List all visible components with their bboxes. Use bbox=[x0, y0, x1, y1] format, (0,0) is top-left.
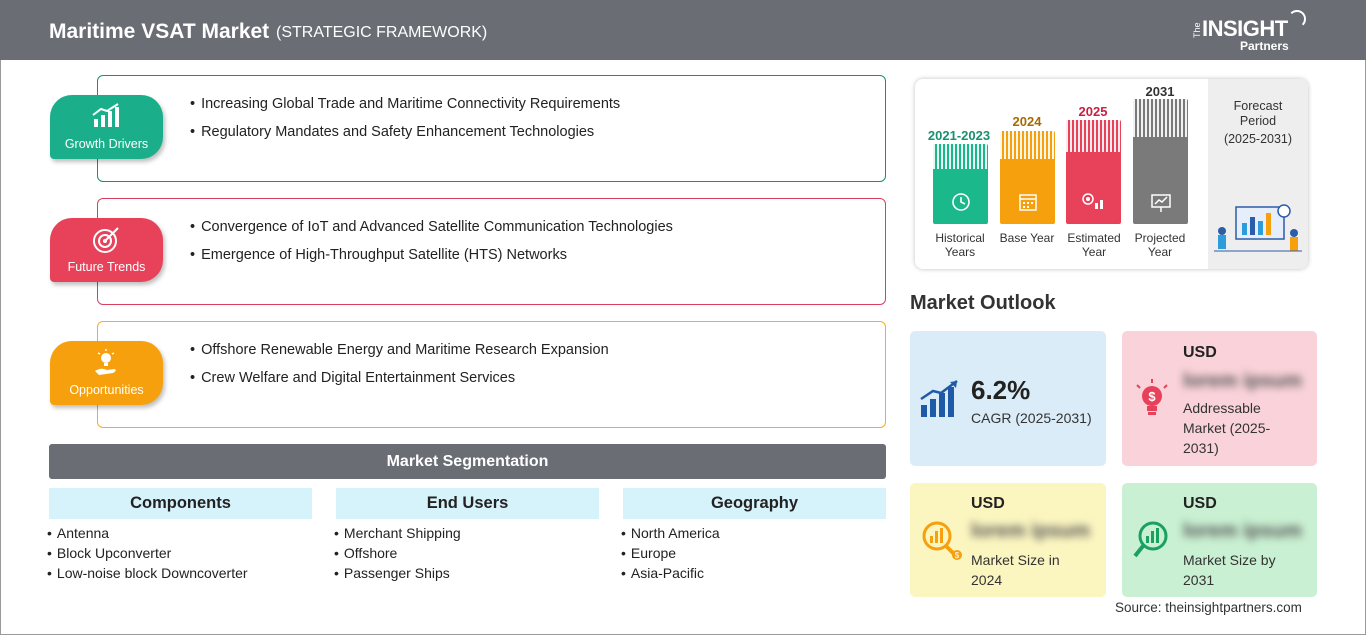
logo-arc-icon bbox=[1288, 10, 1306, 28]
list-item: Block Upconverter bbox=[47, 545, 248, 561]
market-size-2024-box: USD lorem ipsum $ Market Size in 2024 bbox=[910, 483, 1106, 597]
analytics-people-icon bbox=[1214, 204, 1302, 252]
page-title: Maritime VSAT Market bbox=[49, 20, 270, 43]
label-base: Base Year bbox=[999, 231, 1055, 245]
size2031-label: Market Size by 2031 bbox=[1183, 552, 1276, 588]
components-list: Antenna Block Upconverter Low-noise bloc… bbox=[47, 525, 248, 585]
source-note: Source: theinsightpartners.com bbox=[1115, 600, 1302, 615]
addressable-market-box: USD lorem ipsum $ Addressable Market (20… bbox=[1122, 331, 1317, 466]
segment-heading-end-users: End Users bbox=[336, 488, 599, 519]
timeline-panel: 2021-2023 Historical Years 2024 Base Yea… bbox=[915, 79, 1308, 269]
calendar-icon bbox=[1019, 194, 1037, 211]
list-item: Passenger Ships bbox=[334, 565, 461, 581]
list-item: Antenna bbox=[47, 525, 248, 541]
presentation-icon bbox=[1151, 194, 1171, 212]
list-item: Europe bbox=[621, 545, 720, 561]
magnifier-chart-icon bbox=[1133, 521, 1168, 558]
market-size-2031-box: USD lorem ipsum Market Size by 2031 bbox=[1122, 483, 1317, 597]
future-trends-badge: Future Trends bbox=[50, 218, 163, 282]
future-trend-item: Emergence of High-Throughput Satellite (… bbox=[190, 247, 673, 263]
svg-text:$: $ bbox=[955, 551, 960, 560]
segment-heading-geography: Geography bbox=[623, 488, 886, 519]
size2024-currency: USD bbox=[971, 495, 1005, 512]
clock-icon bbox=[952, 193, 970, 211]
size2024-value: lorem ipsum bbox=[971, 520, 1090, 542]
lightbulb-dollar-icon: $ bbox=[1136, 379, 1168, 415]
size2031-value: lorem ipsum bbox=[1183, 520, 1302, 542]
end-users-list: Merchant Shipping Offshore Passenger Shi… bbox=[334, 525, 461, 585]
gear-chart-icon bbox=[1082, 193, 1103, 209]
opportunities-card: Offshore Renewable Energy and Maritime R… bbox=[97, 321, 886, 428]
segment-heading-components: Components bbox=[49, 488, 312, 519]
page-subtitle: (STRATEGIC FRAMEWORK) bbox=[276, 24, 488, 41]
year-historical: 2021-2023 bbox=[927, 128, 991, 143]
market-segmentation-bar: Market Segmentation bbox=[49, 444, 886, 479]
target-icon bbox=[93, 227, 119, 253]
opportunity-item: Offshore Renewable Energy and Maritime R… bbox=[190, 342, 609, 358]
cagr-value: 6.2% bbox=[971, 375, 1031, 405]
bar-estimated bbox=[1066, 120, 1121, 224]
insight-partners-logo[interactable]: The INSIGHT Partners bbox=[1192, 10, 1312, 54]
addressable-value: lorem ipsum bbox=[1183, 370, 1302, 392]
bar-base bbox=[1000, 131, 1055, 224]
addressable-currency: USD bbox=[1183, 344, 1217, 361]
cagr-box: 6.2% CAGR (2025-2031) bbox=[910, 331, 1106, 466]
year-base: 2024 bbox=[1012, 114, 1042, 129]
bar-projected bbox=[1133, 99, 1188, 224]
list-item: Offshore bbox=[334, 545, 461, 561]
forecast-period-panel: Forecast Period (2025-2031) bbox=[1208, 79, 1308, 269]
header-bar: Maritime VSAT Market (STRATEGIC FRAMEWOR… bbox=[0, 0, 1366, 60]
year-projected: 2031 bbox=[1145, 84, 1175, 99]
geography-list: North America Europe Asia-Pacific bbox=[621, 525, 720, 585]
future-trends-card: Convergence of IoT and Advanced Satellit… bbox=[97, 198, 886, 305]
size2031-currency: USD bbox=[1183, 495, 1217, 512]
size2024-label: Market Size in 2024 bbox=[971, 552, 1060, 588]
list-item: Merchant Shipping bbox=[334, 525, 461, 541]
bar-historical bbox=[933, 144, 988, 224]
list-item: Low-noise block Downcoverter bbox=[47, 565, 248, 581]
svg-text:$: $ bbox=[1148, 389, 1156, 404]
label-projected: Projected Year bbox=[1134, 231, 1186, 259]
label-estimated: Estimated Year bbox=[1067, 231, 1121, 259]
list-item: North America bbox=[621, 525, 720, 541]
forecast-range: (2025-2031) bbox=[1223, 132, 1293, 146]
growth-chart-icon bbox=[92, 103, 119, 127]
future-trend-item: Convergence of IoT and Advanced Satellit… bbox=[190, 219, 673, 235]
list-item: Asia-Pacific bbox=[621, 565, 720, 581]
growth-driver-item: Increasing Global Trade and Maritime Con… bbox=[190, 96, 620, 112]
lightbulb-hand-icon bbox=[95, 349, 116, 375]
addressable-label: Addressable Market (2025-2031) bbox=[1183, 400, 1271, 456]
magnifier-chart-icon: $ bbox=[922, 521, 962, 560]
growth-drivers-badge: Growth Drivers bbox=[50, 95, 163, 159]
label-historical: Historical Years bbox=[935, 231, 985, 259]
growth-driver-item: Regulatory Mandates and Safety Enhanceme… bbox=[190, 124, 620, 140]
market-outlook-title: Market Outlook bbox=[910, 292, 1056, 314]
growth-chart-icon bbox=[920, 380, 958, 417]
forecast-title: Forecast Period bbox=[1233, 99, 1283, 128]
opportunities-badge: Opportunities bbox=[50, 341, 163, 405]
year-estimated: 2025 bbox=[1078, 104, 1108, 119]
opportunity-item: Crew Welfare and Digital Entertainment S… bbox=[190, 370, 609, 386]
growth-drivers-card: Increasing Global Trade and Maritime Con… bbox=[97, 75, 886, 182]
cagr-label: CAGR (2025-2031) bbox=[971, 410, 1092, 426]
